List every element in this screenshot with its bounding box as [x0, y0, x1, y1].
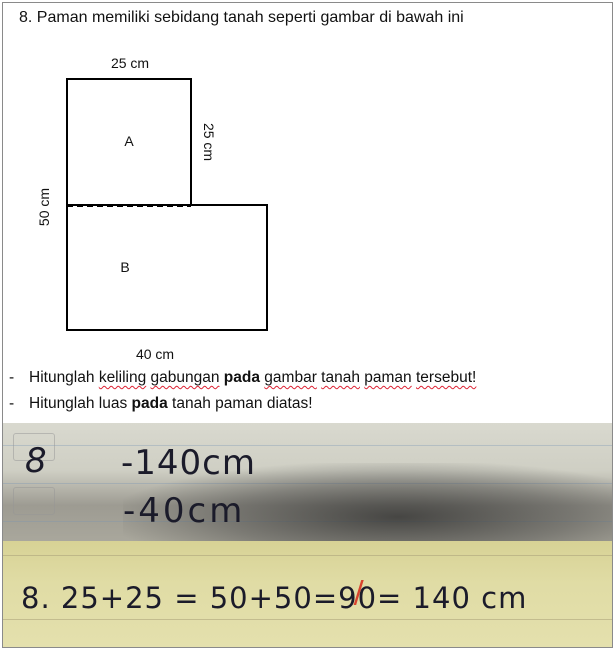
right-dimension-label: 25 cm — [201, 123, 217, 161]
answer2-line: 8. 25+25 = 50+50=90/= 140 cm — [21, 575, 528, 615]
task-perimeter: -Hitunglah keliling gabungan pada gambar… — [9, 369, 477, 386]
answer1-line1: -140cm — [121, 443, 256, 483]
handwritten-answer-photo-2: 8. 25+25 = 50+50=90/= 140 cm — [3, 541, 612, 647]
land-diagram: 25 cm 25 cm 50 cm 40 cm A B — [36, 55, 268, 362]
task-area: -Hitunglah luas pada tanah paman diatas! — [9, 395, 313, 412]
region-b-shape — [66, 204, 268, 331]
region-b-label: B — [120, 259, 129, 275]
handwritten-answer-photo-1: 8 -140cm -40cm — [3, 423, 612, 541]
question-body: Paman memiliki sebidang tanah seperti ga… — [36, 9, 464, 26]
answer1-number: 8 — [25, 441, 47, 481]
answer1-line2: -40cm — [123, 491, 246, 531]
question-text: 8. Paman memiliki sebidang tanah seperti… — [19, 9, 464, 27]
top-dimension-label: 25 cm — [111, 55, 149, 71]
region-a-label: A — [124, 133, 134, 149]
bottom-dimension-label: 40 cm — [136, 346, 174, 362]
left-dimension-label: 50 cm — [36, 188, 52, 226]
question-number: 8. — [19, 9, 33, 26]
